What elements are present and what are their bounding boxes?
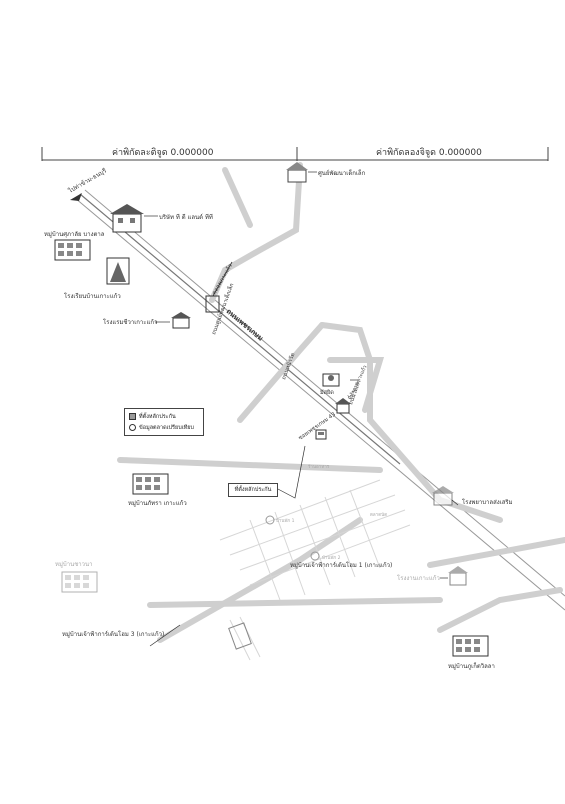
village-3-icon xyxy=(61,571,98,593)
map-legend: ที่ตั้งหลักประกัน ข้อมูลตลาดเปรียบเทียบ xyxy=(124,408,204,436)
header-scale-bar xyxy=(41,147,549,161)
label-village-5: หมู่บ้านเจ้าฟ้าการ์เด้นโฮม 3 (เกาะแก้ว) xyxy=(62,630,164,638)
label-sub-area-1: บ้านพัก 1 xyxy=(276,518,295,524)
sub-area-2-marker xyxy=(310,551,320,561)
sub-area-1-marker xyxy=(265,515,275,525)
latitude-label: ค่าพิกัดละติจูด 0.000000 xyxy=(112,148,214,158)
child-center-icon xyxy=(286,162,308,183)
label-village-4: หมู่บ้านเจ้าฟ้าการ์เด้นโฮม 1 (เกาะแก้ว) xyxy=(290,561,392,569)
label-hospital: โรงพยาบาลส่งเสริม xyxy=(462,498,513,506)
mosque-icon xyxy=(322,373,340,387)
longitude-label: ค่าพิกัดลองจิจูด 0.000000 xyxy=(376,148,482,158)
village-6-icon xyxy=(452,635,489,657)
site-label-box: ที่ตั้งหลักประกัน xyxy=(228,483,278,497)
factory-icon xyxy=(448,566,468,586)
company-building-icon xyxy=(110,204,144,233)
small-shop-icon xyxy=(315,429,327,440)
label-village-2: หมู่บ้านภัทรา เกาะแก้ว xyxy=(128,500,187,507)
label-pagoda: โรงแรมชีวาเกาะแก้ว xyxy=(103,318,157,326)
legend-row-site: ที่ตั้งหลักประกัน xyxy=(129,411,199,422)
square-marker-icon xyxy=(129,413,136,420)
leader-lines xyxy=(144,171,459,647)
legend-item-1: ที่ตั้งหลักประกัน xyxy=(139,413,176,420)
housing-grid xyxy=(219,479,411,661)
road-label-to-bangkok: ไปท่าข้าม-ธนบุรี xyxy=(66,166,108,195)
main-road xyxy=(74,189,565,611)
label-factory: โรงงานเกาะแก้ว xyxy=(397,574,440,582)
hospital-icon xyxy=(432,486,454,506)
legend-row-comparable: ข้อมูลตลาดเปรียบเทียบ xyxy=(129,422,199,433)
label-village-3: หมู่บ้านชาวนา xyxy=(55,561,92,568)
direction-arrow-icon xyxy=(70,193,82,201)
label-temple-school: โรงเรียนบ้านเกาะแก้ว xyxy=(64,292,121,300)
road-label-main: ถนนเพชรเกษม xyxy=(225,307,265,342)
label-village-6: หมู่บ้านภูเก็ตวิลลา xyxy=(448,661,495,670)
village-1-icon xyxy=(54,239,91,261)
legend-item-2: ข้อมูลตลาดเปรียบเทียบ xyxy=(139,424,194,431)
label-mosque: มัสยิด xyxy=(320,389,334,396)
label-small-shop: ร้านอาหาร xyxy=(308,464,330,470)
village-5-blocks-icon xyxy=(228,622,252,650)
label-bridge: ตลาดนัด xyxy=(370,512,387,518)
label-company: บริษัท ที ดี แลนด์ ทีที xyxy=(159,213,213,221)
site-parcel xyxy=(205,295,220,313)
pagoda-icon xyxy=(171,312,191,329)
temple-school-icon xyxy=(106,257,130,285)
village-2-icon xyxy=(132,473,169,495)
label-sub-area-2: บ้านพัก 2 xyxy=(322,555,341,561)
label-child-center: ศูนย์พัฒนาเด็กเล็ก xyxy=(318,168,366,177)
circle-marker-icon xyxy=(129,424,136,431)
label-village-1: หมู่บ้านศุภาลัย บางตาล xyxy=(44,231,105,238)
main-road-center xyxy=(79,193,401,465)
local-office-icon xyxy=(335,398,351,414)
